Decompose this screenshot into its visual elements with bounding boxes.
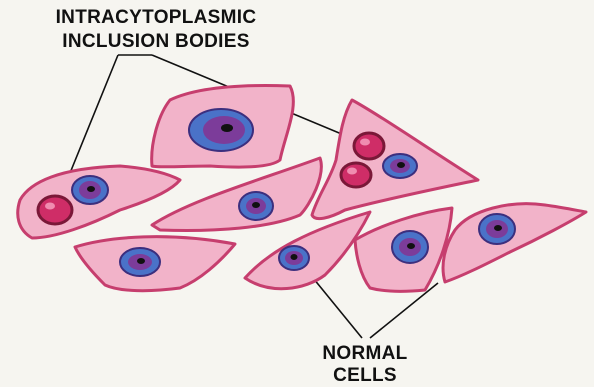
cell-top-center [152, 86, 294, 168]
cell-middle [152, 158, 321, 230]
label-inclusion-line1: INTRACYTOPLASMIC [6, 6, 306, 30]
inclusion-body [354, 133, 384, 159]
label-normal-cells: NORMAL CELLS [300, 343, 430, 387]
cell-right-infected [312, 100, 478, 219]
label-normal-line1: NORMAL [300, 343, 430, 365]
label-normal-line2: CELLS [300, 365, 430, 387]
label-inclusion-line2: INCLUSION BODIES [6, 30, 306, 54]
cell-far-right [443, 204, 586, 282]
label-inclusion-bodies: INTRACYTOPLASMIC INCLUSION BODIES [6, 6, 306, 54]
inclusion-body [38, 196, 72, 224]
cell-bottom-left [75, 237, 235, 291]
cell-bottom-right-center [355, 208, 452, 291]
inclusion-body [341, 163, 371, 187]
